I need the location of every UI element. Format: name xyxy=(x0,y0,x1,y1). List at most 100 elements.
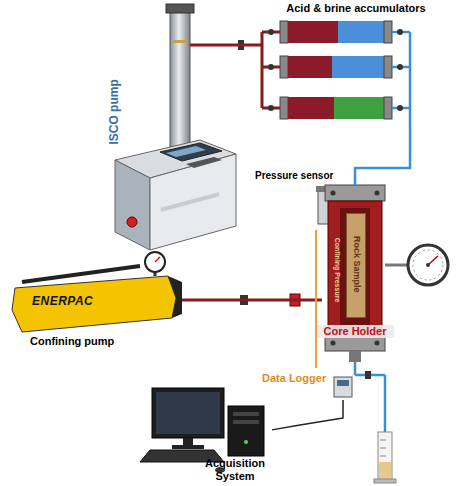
isco-pump-drawing xyxy=(161,192,220,211)
pipe-line xyxy=(232,43,250,46)
computer-drawing xyxy=(233,412,259,416)
graduated-cylinder xyxy=(378,432,392,480)
pipe-blue xyxy=(397,29,403,35)
computer-node: Acquisition System xyxy=(148,402,272,484)
core-holder: Core HolderRock Sample xyxy=(322,185,388,362)
confining-pump-drawing xyxy=(290,294,300,306)
pipe-red xyxy=(261,32,264,108)
graduated-cylinder xyxy=(380,440,386,441)
node-label: Acid & brine accumulators xyxy=(250,2,462,15)
computer-drawing xyxy=(172,445,204,449)
pressure-gauge xyxy=(408,245,448,285)
core-holder-drawing xyxy=(328,201,382,335)
core-holder-drawing xyxy=(331,191,336,196)
accumulator-cylinders xyxy=(384,56,392,78)
pipe-red xyxy=(238,40,244,50)
pipe-blue xyxy=(384,375,387,432)
accumulator-cylinders xyxy=(288,97,334,119)
accumulator-cylinders xyxy=(280,21,288,43)
pipe-red xyxy=(190,29,280,111)
pipe-blue xyxy=(397,64,403,70)
data-logger: Data Logger xyxy=(262,368,356,400)
computer-drawing xyxy=(156,392,220,434)
isco-pump-drawing xyxy=(166,146,206,157)
pipe-blue xyxy=(365,371,371,379)
pipe-red xyxy=(268,105,274,111)
pipe-connector xyxy=(182,300,322,301)
pipe-blue xyxy=(409,32,412,128)
pipe-line xyxy=(272,400,343,430)
pipe-red xyxy=(268,64,274,70)
computer-drawing xyxy=(152,388,224,438)
pipe-blue xyxy=(354,362,357,375)
core-holder-drawing xyxy=(325,185,385,201)
pipe-red xyxy=(268,29,274,35)
logger-device xyxy=(337,380,349,386)
logger-device xyxy=(334,377,352,397)
isco-pump-drawing xyxy=(173,40,187,43)
accumulator-cylinders xyxy=(384,97,392,119)
isco-pump-drawing xyxy=(166,4,194,13)
pressure-gauge xyxy=(426,263,430,267)
node-label: Rock Sample xyxy=(352,214,362,314)
pipe-red xyxy=(250,44,262,47)
pipe-connector xyxy=(315,230,316,368)
isco-pump-drawing xyxy=(127,217,137,227)
accumulator-cylinders xyxy=(280,97,288,119)
confining-pump-drawing xyxy=(240,295,248,305)
node-label: Confining pump xyxy=(30,335,170,348)
pipe-line xyxy=(315,230,317,368)
isco-pump-drawing xyxy=(115,160,150,250)
core-holder-drawing xyxy=(375,191,380,196)
confining-pump-drawing xyxy=(145,252,165,272)
pipe-red xyxy=(190,44,232,47)
pipe-line xyxy=(355,128,410,185)
computer-drawing xyxy=(244,440,248,444)
accumulator-cylinders xyxy=(288,21,338,43)
computer-drawing xyxy=(228,406,264,456)
accumulator-cylinders xyxy=(384,21,392,43)
accumulator-cylinders xyxy=(288,56,332,78)
confining-pump-drawing xyxy=(12,252,300,332)
node-label: Pressure sensor xyxy=(255,170,340,182)
pressure-gauge xyxy=(428,256,438,265)
pipe-connector xyxy=(272,400,343,430)
isco-pump-drawing xyxy=(170,10,190,150)
computer-drawing xyxy=(233,420,259,424)
accumulator-cylinders xyxy=(334,97,384,119)
logger-device xyxy=(334,377,352,397)
isco-pump-drawing xyxy=(186,157,222,168)
graduated-cylinder xyxy=(380,456,386,457)
graduated-cylinder xyxy=(380,448,386,449)
isco-pump-drawing xyxy=(150,154,236,250)
computer-drawing xyxy=(183,438,193,446)
annotation-label: Confining Pressure xyxy=(333,220,341,320)
core-holder-drawing xyxy=(331,341,336,346)
graduated-cylinder xyxy=(379,462,391,479)
core-holder-drawing xyxy=(349,351,361,362)
brand-text: ENERPAC xyxy=(32,295,112,309)
graduated-cylinder xyxy=(374,479,396,483)
pipe-connector xyxy=(232,44,250,45)
pressure-gauge xyxy=(385,245,448,285)
core-holder-drawing xyxy=(375,341,380,346)
confining-pump-drawing xyxy=(168,276,182,318)
pipe-connector xyxy=(355,128,410,185)
pump-node: ISCO pump xyxy=(105,5,232,250)
accumulator-group: Acid & brine accumulators xyxy=(250,0,462,128)
pressure-gauge xyxy=(413,250,443,280)
accumulator-cylinders xyxy=(280,56,288,78)
node-label: Data Logger xyxy=(262,372,332,385)
node-label: Acquisition System xyxy=(198,457,272,482)
accumulator-cylinders xyxy=(338,21,384,43)
pipe-blue xyxy=(397,105,403,111)
graduated-cylinder xyxy=(374,432,396,483)
confining-pump-drawing xyxy=(12,276,176,332)
sensor-node: Pressure sensor xyxy=(255,170,340,230)
core-holder-drawing xyxy=(340,208,370,328)
confining-pump-drawing xyxy=(155,257,160,262)
node-label: ISCO pump xyxy=(108,72,122,152)
pressure-gauge xyxy=(385,264,408,267)
